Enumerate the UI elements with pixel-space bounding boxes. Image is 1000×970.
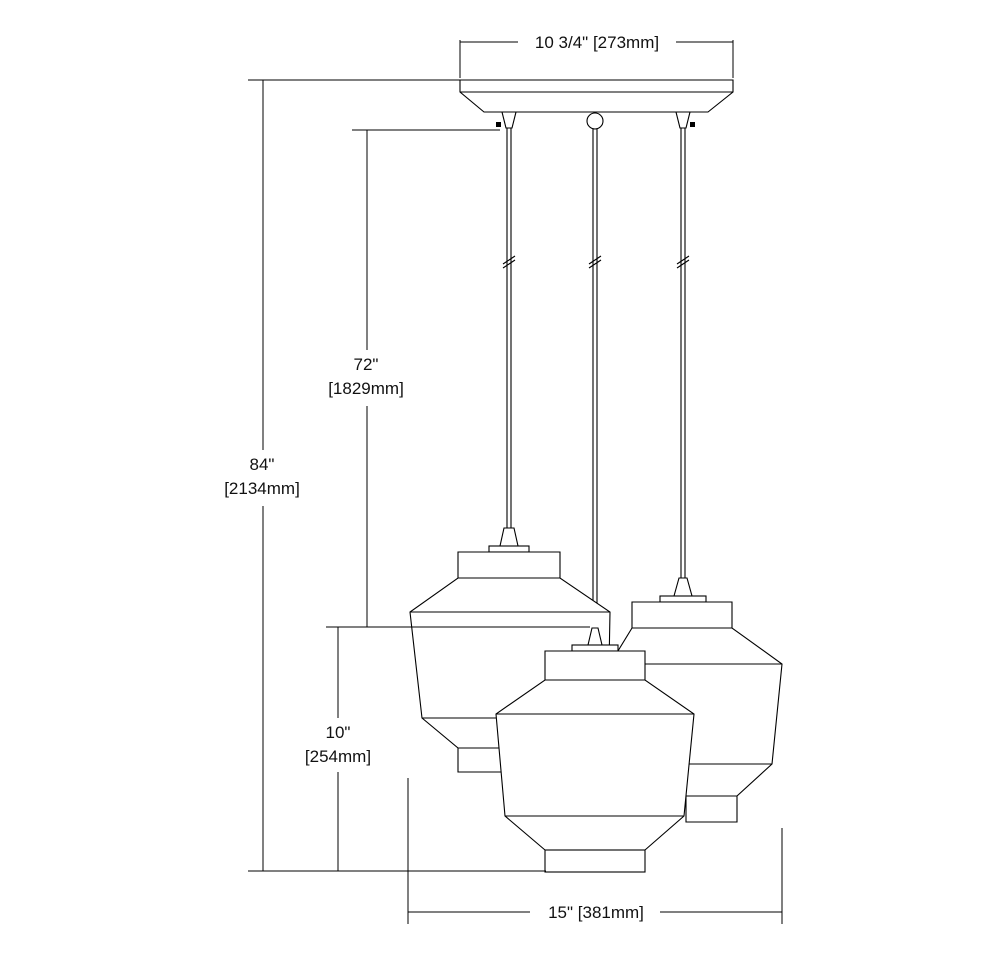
shade-height-inches-label: 10": [326, 723, 351, 742]
shade-center: [495, 627, 695, 873]
overall-height-inches-label: 84": [250, 455, 275, 474]
dimension-lines: [248, 41, 783, 924]
cord-length-inches-label: 72": [354, 355, 379, 374]
pendant-cords: [502, 128, 690, 628]
overall-height-mm-label: [2134mm]: [224, 479, 300, 498]
shade-height-mm-label: [254mm]: [305, 747, 371, 766]
overall-width-label: 15" [381mm]: [548, 903, 644, 922]
shade-right: [609, 577, 783, 823]
cord-length-mm-label: [1829mm]: [328, 379, 404, 398]
canopy: [459, 40, 734, 130]
canopy-width-label: 10 3/4" [273mm]: [535, 33, 659, 52]
